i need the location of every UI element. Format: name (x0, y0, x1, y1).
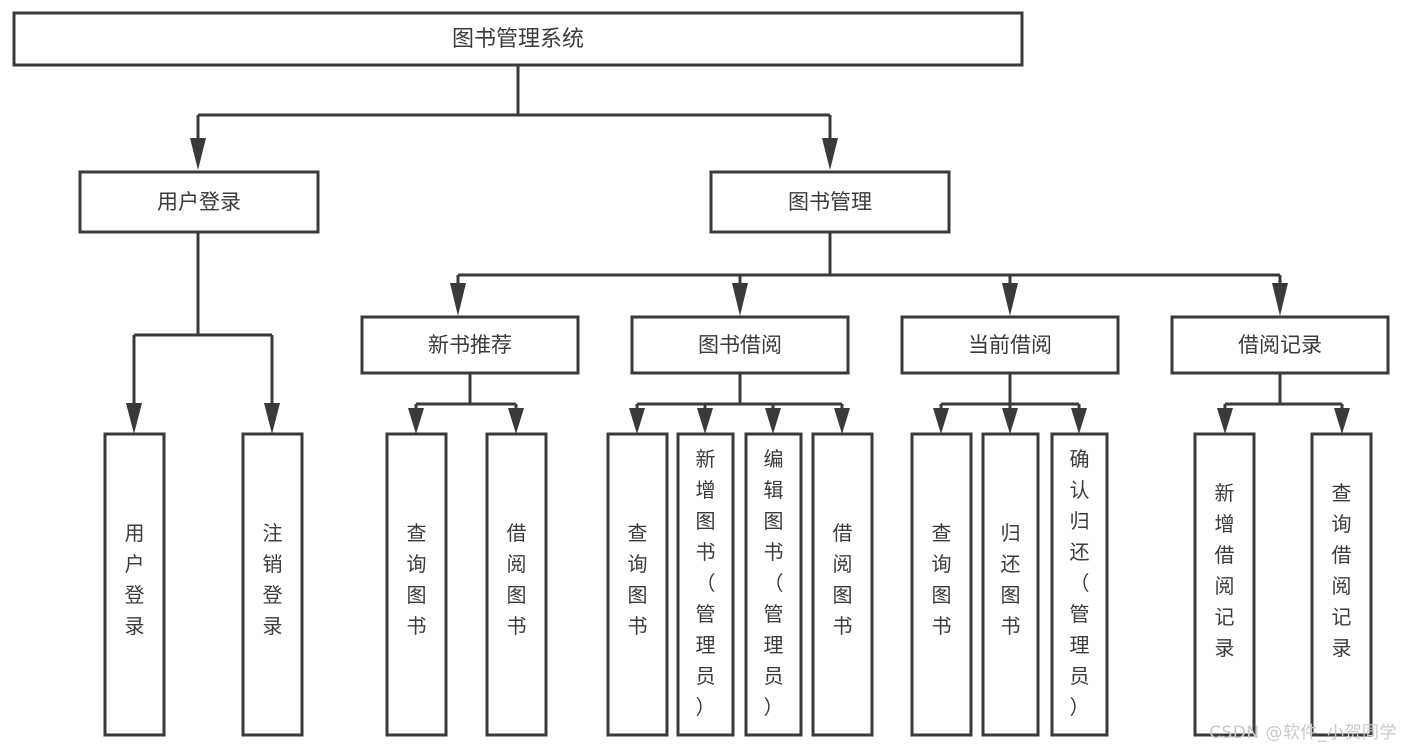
leaf-logout-box[interactable] (241, 432, 304, 737)
leaf-return-book-box[interactable] (981, 432, 1040, 737)
node-user-login-label: 用户登录 (157, 190, 241, 214)
leaf-query-book-3-label: 查询图书 (932, 521, 952, 638)
arrowhead-leaf-user-login (126, 403, 142, 434)
leaf-borrow-book-1-label: 借阅图书 (507, 521, 527, 638)
leaf-return-book-label: 归还图书 (1001, 521, 1021, 638)
leaf-query-book-3-box[interactable] (910, 432, 973, 737)
leaf-query-record-box[interactable] (1310, 432, 1373, 737)
node-current-borrow-box[interactable] (900, 315, 1120, 375)
arrowhead-leaf-query-record (1334, 408, 1350, 434)
node-root-box[interactable] (12, 11, 1024, 67)
arrowhead-leaf-confirm-return-admin (1071, 408, 1087, 434)
leaf-borrow-book-2[interactable]: 借阅图书 (811, 432, 874, 737)
node-borrow-record-label: 借阅记录 (1238, 333, 1322, 357)
leaf-query-book-2-box[interactable] (606, 432, 669, 737)
leaf-borrow-book-1[interactable]: 借阅图书 (485, 432, 548, 737)
leaf-edit-book-admin[interactable]: 编辑图书（管理员） (744, 432, 803, 737)
connector-group-user-login (126, 232, 280, 434)
leaf-borrow-book-2-label: 借阅图书 (833, 521, 853, 638)
node-book-borrow[interactable]: 图书借阅 (630, 315, 850, 375)
node-book-manage-label: 图书管理 (788, 190, 872, 214)
node-borrow-record-box[interactable] (1170, 315, 1390, 375)
connector-group-root (190, 66, 838, 170)
connector-group-new-book-recommend (408, 373, 524, 434)
leaf-user-login-box[interactable] (103, 432, 166, 737)
node-current-borrow-label: 当前借阅 (968, 333, 1052, 357)
node-root[interactable]: 图书管理系统 (12, 11, 1024, 67)
arrowhead-user-login (190, 138, 206, 170)
leaf-query-book-1-label: 查询图书 (407, 521, 427, 638)
leaf-confirm-return-admin[interactable]: 确认归还（管理员） (1050, 432, 1109, 737)
connector-group-current-borrow (933, 373, 1087, 434)
leaf-add-book-admin-box[interactable] (676, 432, 735, 737)
connector-group-borrow-record (1217, 373, 1350, 434)
node-user-login-box[interactable] (78, 170, 320, 234)
leaf-query-book-1-box[interactable] (385, 432, 448, 737)
leaf-query-book-1[interactable]: 查询图书 (385, 432, 448, 737)
arrowhead-borrow-record (1272, 283, 1288, 316)
node-book-manage[interactable]: 图书管理 (709, 170, 951, 234)
arrowhead-leaf-borrow-book-2 (834, 408, 850, 434)
leaf-borrow-book-1-box[interactable] (485, 432, 548, 737)
leaf-edit-book-admin-box[interactable] (744, 432, 803, 737)
node-book-manage-box[interactable] (709, 170, 951, 234)
leaf-logout[interactable]: 注销登录 (241, 432, 304, 737)
node-new-book-recommend-label: 新书推荐 (428, 333, 512, 357)
leaf-query-book-3[interactable]: 查询图书 (910, 432, 973, 737)
arrowhead-leaf-borrow-book-1 (508, 408, 524, 434)
leaf-confirm-return-admin-label: 确认归还（管理员） (1070, 447, 1090, 719)
arrowhead-leaf-return-book (1002, 408, 1018, 434)
arrowhead-leaf-query-book-3 (933, 408, 949, 434)
node-new-book-recommend-box[interactable] (360, 315, 580, 375)
leaf-edit-book-admin-label: 编辑图书（管理员） (764, 447, 784, 719)
leaf-borrow-book-2-box[interactable] (811, 432, 874, 737)
leaf-return-book[interactable]: 归还图书 (981, 432, 1040, 737)
leaf-query-record[interactable]: 查询借阅记录 (1310, 432, 1373, 737)
arrowhead-book-manage (822, 138, 838, 170)
csdn-watermark: CSDN @软件_小贺同学 (1209, 723, 1397, 743)
arrowhead-leaf-edit-book-admin (765, 408, 781, 434)
arrowhead-leaf-add-record (1217, 408, 1233, 434)
arrowhead-leaf-add-book-admin (697, 408, 713, 434)
arrowhead-leaf-query-book-1 (408, 408, 424, 434)
node-user-login[interactable]: 用户登录 (78, 170, 320, 234)
node-book-borrow-box[interactable] (630, 315, 850, 375)
leaf-user-login-label: 用户登录 (125, 521, 145, 638)
leaf-query-book-2-label: 查询图书 (628, 521, 648, 638)
leaf-confirm-return-admin-box[interactable] (1050, 432, 1109, 737)
connector-group-book-manage (450, 232, 1288, 316)
node-borrow-record[interactable]: 借阅记录 (1170, 315, 1390, 375)
node-current-borrow[interactable]: 当前借阅 (900, 315, 1120, 375)
leaf-query-book-2[interactable]: 查询图书 (606, 432, 669, 737)
node-root-label: 图书管理系统 (452, 27, 584, 52)
arrowhead-new-book-recommend (450, 283, 466, 316)
arrowhead-book-borrow (732, 283, 748, 316)
leaf-add-book-admin[interactable]: 新增图书（管理员） (676, 432, 735, 737)
connector-group-book-borrow (629, 373, 850, 434)
leaf-query-record-label: 查询借阅记录 (1332, 481, 1352, 660)
leaf-add-book-admin-label: 新增图书（管理员） (696, 447, 716, 719)
leaf-add-record-box[interactable] (1193, 432, 1256, 737)
node-book-borrow-label: 图书借阅 (698, 333, 782, 357)
node-new-book-recommend[interactable]: 新书推荐 (360, 315, 580, 375)
arrowhead-current-borrow (1002, 283, 1018, 316)
leaf-logout-label: 注销登录 (263, 521, 283, 638)
leaf-add-record-label: 新增借阅记录 (1215, 481, 1235, 660)
leaf-user-login[interactable]: 用户登录 (103, 432, 166, 737)
arrowhead-leaf-logout (264, 403, 280, 434)
leaf-add-record[interactable]: 新增借阅记录 (1193, 432, 1256, 737)
arrowhead-leaf-query-book-2 (629, 408, 645, 434)
